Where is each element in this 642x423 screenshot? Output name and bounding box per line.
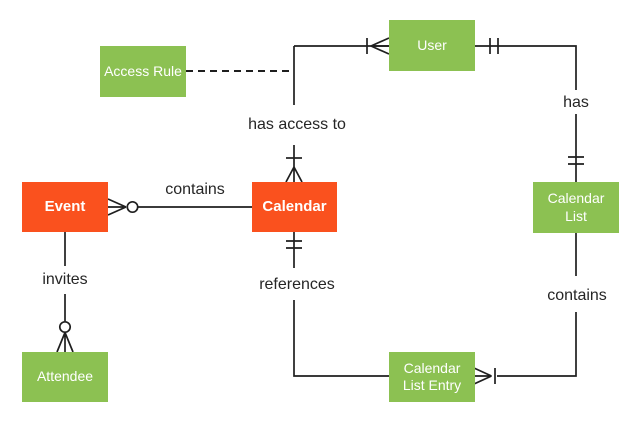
entity-label: Attendee [36, 368, 94, 385]
cardinality-one-or-many-icon [473, 367, 496, 385]
relationship-label-contains-event: contains [163, 181, 227, 199]
relationship-label-has: has [561, 94, 591, 112]
entity-label: User [417, 36, 447, 53]
entity-attendee[interactable]: Attendee [22, 352, 108, 402]
entity-label: Calendar List Entry [402, 359, 462, 394]
entity-user[interactable]: User [389, 20, 475, 71]
entity-calendar-list-entry[interactable]: Calendar List Entry [389, 352, 475, 402]
entity-label: Event [44, 197, 86, 215]
relationship-label-invites: invites [40, 271, 90, 289]
entity-access-rule[interactable]: Access Rule [100, 46, 186, 97]
connector-calendar-list-contains-entry [473, 233, 577, 385]
entity-label: Calendar [262, 197, 327, 215]
cardinality-zero-or-many-icon [56, 320, 74, 353]
connector-event-invites-attendee [56, 232, 74, 353]
entity-calendar[interactable]: Calendar [252, 182, 337, 232]
relationship-label-has-access-to: has access to [246, 116, 348, 134]
entity-calendar-list[interactable]: Calendar List [533, 182, 619, 233]
cardinality-exactly-one-icon [286, 240, 302, 249]
cardinality-zero-or-many-icon [107, 198, 139, 216]
relationship-label-contains-entry: contains [545, 287, 609, 305]
cardinality-one-or-many-icon [366, 37, 390, 55]
entity-event[interactable]: Event [22, 182, 108, 232]
connector-calendar-references-entry [286, 232, 389, 377]
relationship-label-references: references [257, 276, 337, 294]
cardinality-exactly-one-icon [489, 38, 499, 54]
cardinality-exactly-one-icon [568, 156, 584, 165]
entity-label: Calendar List [547, 190, 605, 224]
connector-calendar-contains-event [107, 198, 252, 216]
cardinality-one-or-many-icon [285, 157, 303, 183]
entity-label: Access Rule [104, 62, 182, 79]
connector-user-has-calendar-list [475, 38, 584, 182]
connector-user-has-access-to-calendar [285, 37, 390, 183]
